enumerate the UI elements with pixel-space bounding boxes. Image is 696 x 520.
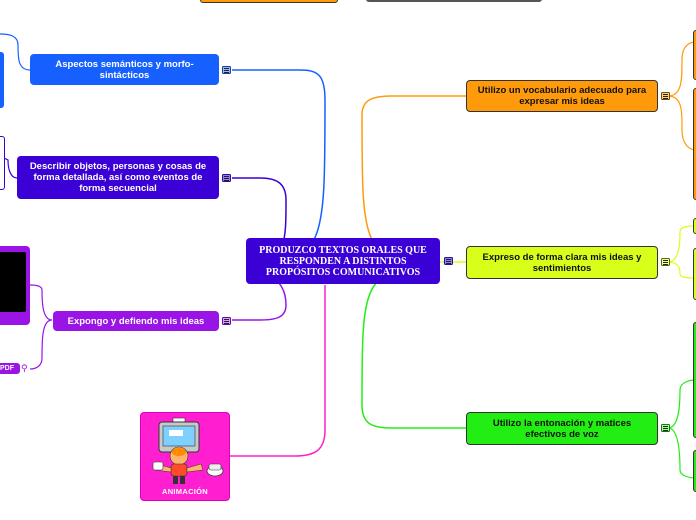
left-indigo-node-fragment [0, 136, 5, 190]
node-expongo-defiendo[interactable]: Expongo y defiendo mis ideas [53, 311, 219, 331]
right-green-node-fragment [693, 450, 696, 492]
right-orange-node-fragment [693, 88, 696, 200]
node-label: Describir objetos, personas y cosas de f… [29, 161, 207, 194]
node-label: Expongo y defiendo mis ideas [67, 315, 205, 327]
right-green-node-fragment [693, 322, 696, 438]
pdf-label: PDF [0, 365, 14, 372]
node-aspectos-semanticos[interactable]: Aspectos semánticos y morfo-sintácticos [30, 54, 219, 85]
node-entonacion-matices[interactable]: Utilizo la entonación y matices efectivo… [466, 412, 658, 445]
node-label: Utilizo la entonación y matices efectivo… [492, 417, 632, 440]
central-topic-node[interactable]: PRODUZCO TEXTOS ORALES QUE RESPONDEN A D… [246, 238, 440, 284]
animation-image-card[interactable]: ANIMACIÓN [140, 412, 230, 501]
right-lime-node-fragment [693, 248, 696, 300]
note-icon[interactable] [222, 174, 231, 182]
top-orange-node-fragment [200, 0, 338, 3]
pdf-attachment-badge[interactable]: PDF [0, 363, 20, 374]
note-icon[interactable] [222, 66, 231, 74]
note-icon[interactable] [661, 258, 670, 266]
note-icon[interactable] [222, 317, 231, 325]
node-label: Utilizo un vocabulario adecuado para exp… [477, 85, 647, 107]
left-purple-image-screen [0, 252, 26, 312]
note-icon[interactable] [661, 92, 670, 100]
node-expreso-forma-clara[interactable]: Expreso de forma clara mis ideas y senti… [466, 246, 658, 279]
right-lime-node-fragment [693, 218, 696, 234]
note-icon[interactable] [444, 257, 453, 265]
central-topic-label: PRODUZCO TEXTOS ORALES QUE RESPONDEN A D… [259, 244, 427, 278]
cartoon-computer-icon [152, 417, 224, 484]
right-orange-node-fragment [693, 30, 696, 80]
note-icon[interactable] [661, 424, 670, 432]
node-describir-objetos[interactable]: Describir objetos, personas y cosas de f… [17, 156, 219, 199]
node-label: Expreso de forma clara mis ideas y senti… [482, 251, 642, 274]
image-card-label: ANIMACIÓN [161, 487, 209, 496]
link-icon[interactable]: ⚲ [21, 363, 28, 373]
node-vocabulario-adecuado[interactable]: Utilizo un vocabulario adecuado para exp… [466, 80, 658, 112]
node-label: Aspectos semánticos y morfo-sintácticos [55, 58, 194, 81]
left-blue-node-fragment [0, 52, 4, 108]
top-grey-node-fragment [366, 0, 542, 2]
